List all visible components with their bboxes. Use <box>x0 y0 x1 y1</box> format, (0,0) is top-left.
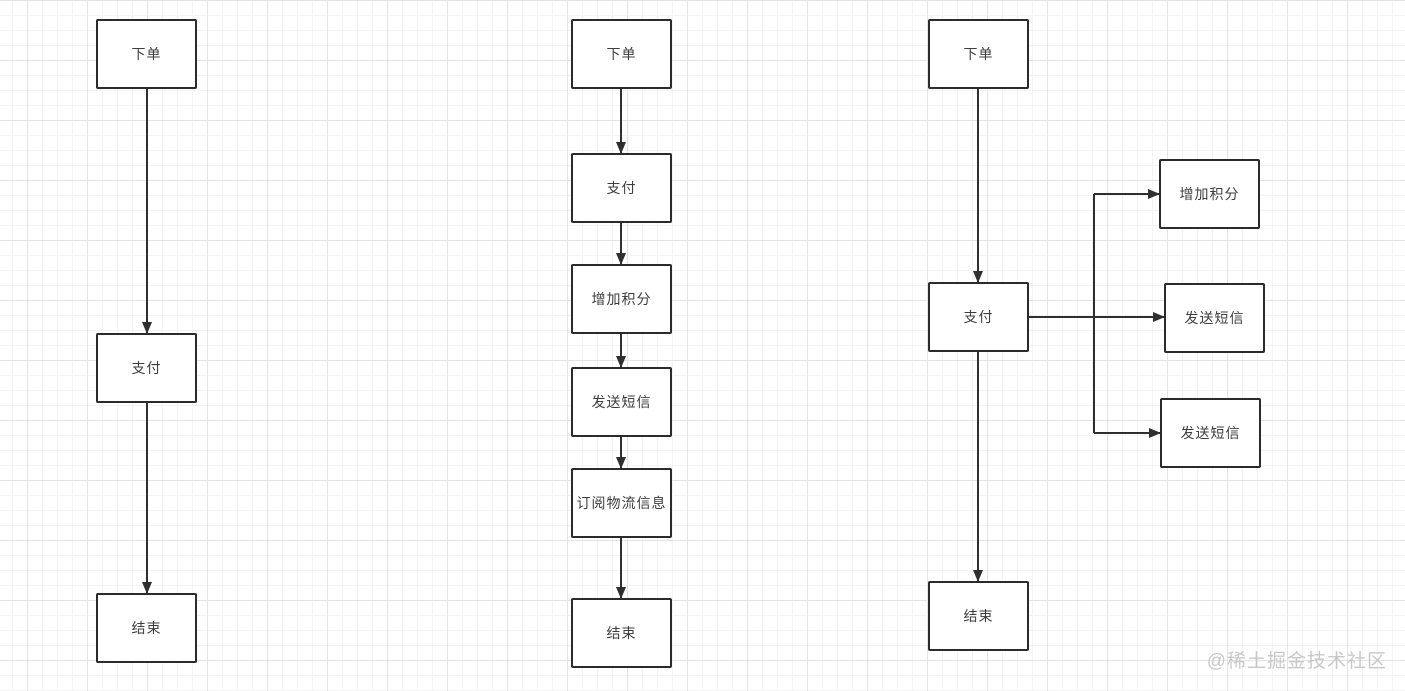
flow2-node-place-order: 下单 <box>571 19 672 89</box>
juejin-watermark: @稀土掘金技术社区 <box>1206 651 1387 672</box>
flow2-node-send-sms: 发送短信 <box>571 367 672 437</box>
flow3-node-send-sms-mid: 发送短信 <box>1164 283 1265 353</box>
flow3-node-place-order: 下单 <box>928 19 1029 89</box>
flow2-node-pay: 支付 <box>571 153 672 223</box>
flow1-node-place-order: 下单 <box>96 19 197 89</box>
flow3-node-end: 结束 <box>928 581 1029 651</box>
flow2-node-subscribe-logistics: 订阅物流信息 <box>571 468 672 538</box>
flow1-node-pay: 支付 <box>96 333 197 403</box>
flow3-node-send-sms-bottom: 发送短信 <box>1160 398 1261 468</box>
flow3-node-pay: 支付 <box>928 282 1029 352</box>
flow2-node-end: 结束 <box>571 598 672 668</box>
flow2-node-add-points: 增加积分 <box>571 264 672 334</box>
flow1-node-end: 结束 <box>96 593 197 663</box>
flow3-node-add-points: 增加积分 <box>1159 159 1260 229</box>
